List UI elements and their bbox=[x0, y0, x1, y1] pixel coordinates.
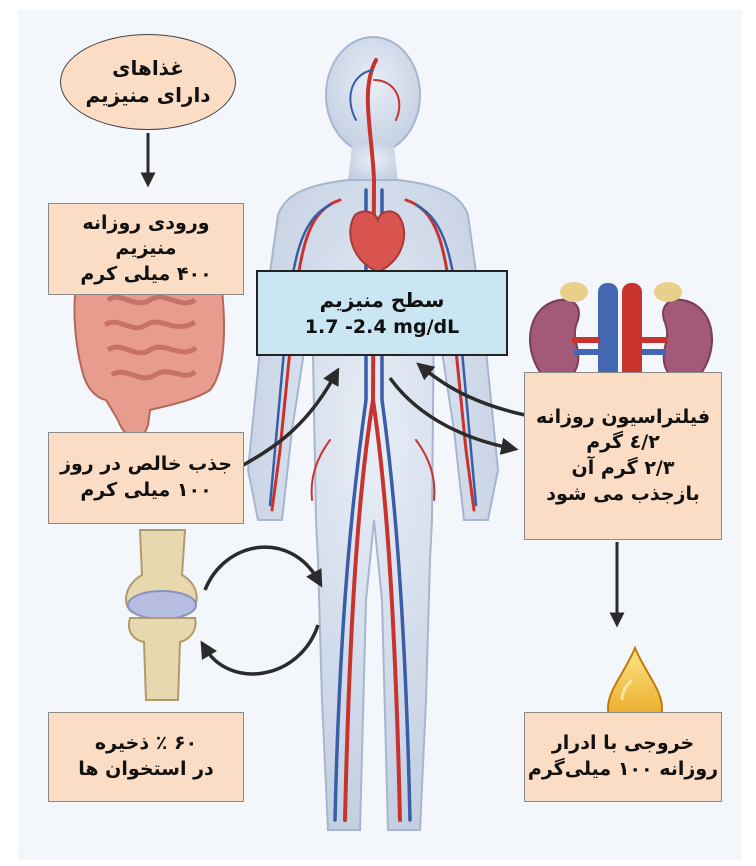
serum-magnesium-box: سطح منیزیم 1.7 -2.4 mg/dL bbox=[256, 270, 508, 356]
daily-intake-box: ورودی روزانه منیزیم ۴۰۰ میلی کرم bbox=[48, 203, 244, 295]
bone-line2: در استخوان ها bbox=[78, 757, 214, 783]
bone-storage-box: ۶۰ ٪ ذخیره در استخوان ها bbox=[48, 712, 244, 802]
filtration-line2: ۲/٤ گرم bbox=[586, 430, 660, 456]
filtration-line3: ۲/۳ گرم آن bbox=[572, 456, 675, 482]
urine-output-box: خروجی با ادرار روزانه ۱۰۰ میلی‌گرم bbox=[524, 712, 722, 802]
serum-title: سطح منیزیم bbox=[320, 286, 445, 314]
foods-oval: غذاهای دارای منیزیم bbox=[60, 34, 236, 130]
foods-line1: غذاهای bbox=[112, 55, 184, 82]
bone-line1: ۶۰ ٪ ذخیره bbox=[95, 731, 197, 757]
net-absorption-box: جذب خالص در روز ۱۰۰ میلی کرم bbox=[48, 432, 244, 524]
serum-range: 1.7 -2.4 mg/dL bbox=[305, 314, 459, 341]
urine-line1: خروجی با ادرار bbox=[552, 731, 694, 757]
intake-line1: ورودی روزانه منیزیم bbox=[49, 211, 243, 262]
absorption-line2: ۱۰۰ میلی کرم bbox=[80, 478, 211, 504]
filtration-line1: فیلتراسیون روزانه bbox=[536, 405, 710, 431]
filtration-line4: بازجذب می شود bbox=[546, 482, 700, 508]
intake-line2: ۴۰۰ میلی کرم bbox=[80, 262, 211, 288]
absorption-line1: جذب خالص در روز bbox=[60, 452, 232, 478]
foods-line2: دارای منیزیم bbox=[85, 82, 210, 109]
kidney-filtration-box: فیلتراسیون روزانه ۲/٤ گرم ۲/۳ گرم آن باز… bbox=[524, 372, 722, 540]
urine-line2: روزانه ۱۰۰ میلی‌گرم bbox=[528, 757, 718, 783]
